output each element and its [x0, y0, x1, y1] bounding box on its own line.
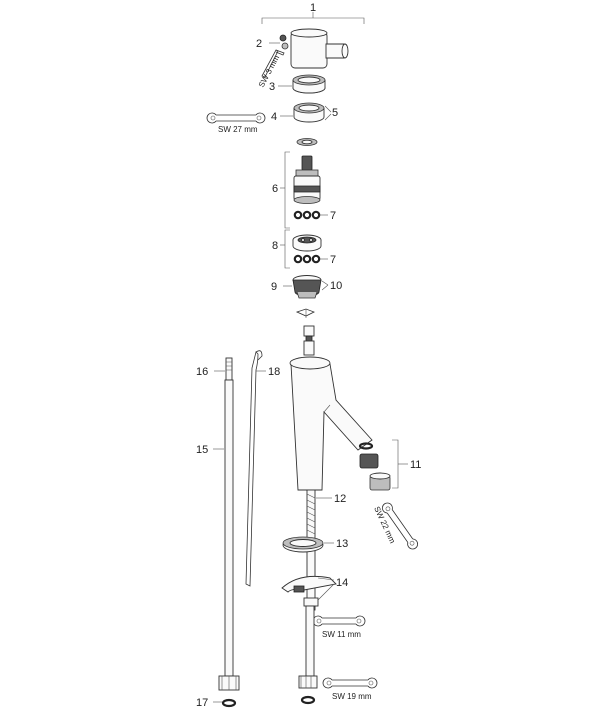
supply-hose: 16 15 17 [196, 357, 240, 709]
label-7-lower: 7 [330, 254, 336, 266]
label-9: 9 [271, 281, 277, 293]
part-3-cover-ring: 3 [269, 74, 326, 94]
wrench-19-icon [322, 677, 378, 689]
label-12: 12 [334, 493, 346, 505]
label-1: 1 [310, 2, 316, 14]
label-5: 5 [332, 107, 338, 119]
label-6: 6 [272, 183, 278, 195]
small-clip [295, 308, 315, 318]
wrench-11-icon [312, 615, 366, 627]
part-11-aerator: 11 SW 22 mm [358, 439, 421, 550]
tool-label-wrench-19: SW 19 mm [332, 692, 372, 701]
label-2: 2 [256, 38, 262, 50]
label-15: 15 [196, 444, 208, 456]
label-10: 10 [330, 280, 342, 292]
label-16: 16 [196, 366, 208, 378]
part-6-cartridge [293, 155, 321, 204]
label-17: 17 [196, 697, 208, 709]
tool-label-wrench-11: SW 11 mm [322, 630, 361, 639]
part-9-base: 9 10 [271, 275, 342, 299]
small-washer [296, 138, 318, 146]
wrench-27-icon [206, 112, 266, 124]
part-7-seals-lower: 7 [293, 254, 336, 266]
part-13-ring: 13 [282, 536, 348, 553]
part-18-pull-rod: 18 [245, 350, 280, 587]
cartridge-bracket: 6 8 [272, 151, 290, 269]
wrench-22-icon [382, 502, 418, 550]
label-18: 18 [268, 366, 280, 378]
handle-lever [290, 28, 349, 69]
part-8-disc [292, 234, 322, 252]
label-8: 8 [272, 240, 278, 252]
part-7-seals-upper: 7 [293, 210, 336, 222]
label-7-upper: 7 [330, 210, 336, 222]
part-14-fixing: 14 SW 11 mm [281, 575, 366, 639]
label-14: 14 [336, 577, 348, 589]
label-11: 11 [410, 459, 421, 471]
faucet-body [289, 325, 373, 491]
tool-label-wrench-27: SW 27 mm [218, 125, 258, 134]
label-13: 13 [336, 538, 348, 550]
part-4-nut: 4 5 SW 27 mm [206, 102, 338, 134]
hex-key-icon [261, 49, 285, 78]
label-3: 3 [269, 81, 275, 93]
grub-screw-2 [269, 34, 289, 50]
label-4: 4 [271, 111, 277, 123]
lower-supply-rod: SW 19 mm [298, 605, 378, 705]
